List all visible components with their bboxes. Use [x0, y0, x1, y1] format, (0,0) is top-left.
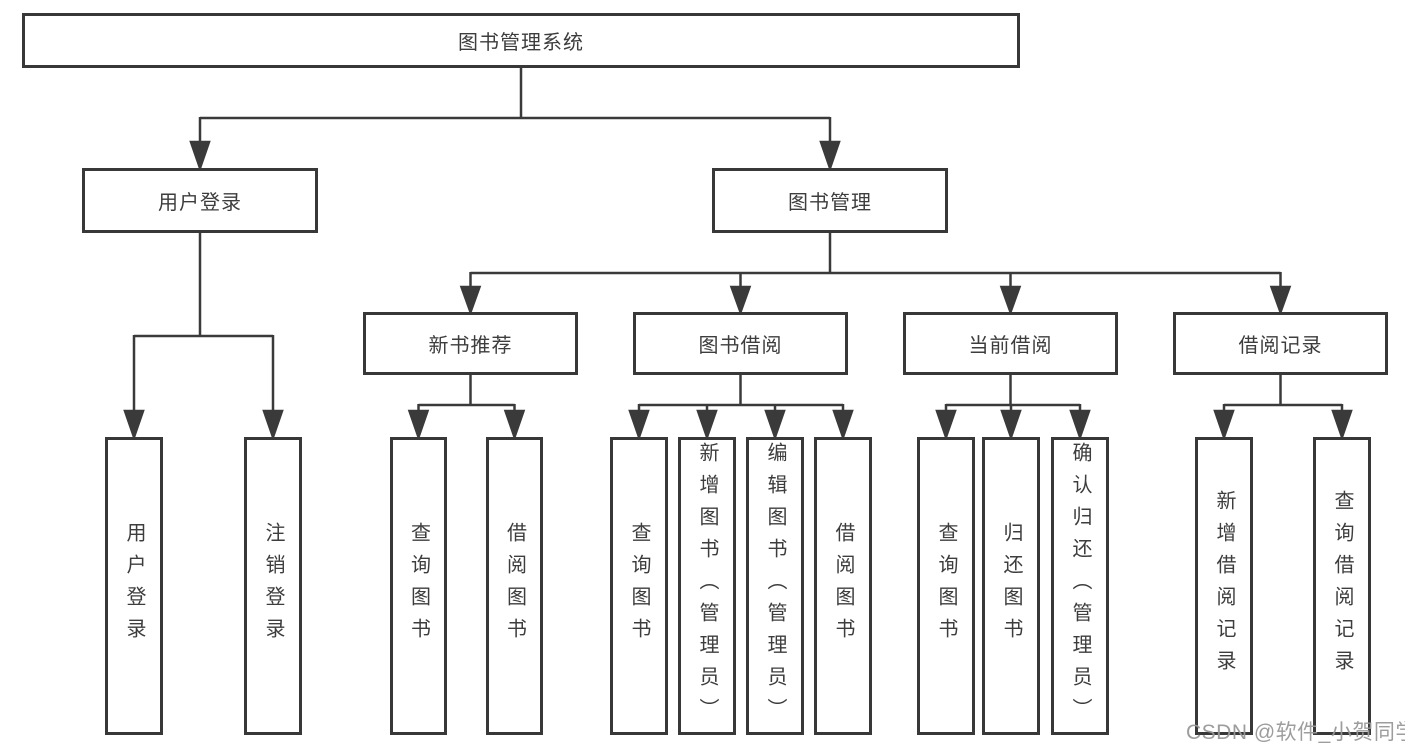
- node-book-management: 图书管理: [712, 168, 948, 233]
- leaf-query-borrow-record: 查询借阅记录: [1313, 437, 1371, 735]
- leaf-label: 借阅图书: [503, 522, 526, 650]
- leaf-user-login: 用户登录: [105, 437, 163, 735]
- node-borrowing-records: 借阅记录: [1173, 312, 1388, 375]
- leaf-query-books-current: 查询图书: [917, 437, 975, 735]
- arrowhead-icon: [262, 409, 284, 441]
- leaf-label: 查询图书: [628, 522, 650, 650]
- leaf-query-books-recommend: 查询图书: [390, 437, 447, 735]
- leaf-label: 注销登录: [262, 522, 284, 650]
- leaf-label: 查询借阅记录: [1331, 490, 1353, 682]
- arrowhead-icon: [1069, 409, 1091, 441]
- arrowhead-icon: [729, 285, 752, 316]
- leaf-label: 确认归还（管理员）: [1069, 442, 1091, 730]
- leaf-label: 查询图书: [935, 522, 957, 650]
- arrowhead-icon: [407, 409, 430, 441]
- node-current-borrowing: 当前借阅: [903, 312, 1118, 375]
- arrowhead-icon: [503, 409, 526, 441]
- leaf-edit-books-admin: 编辑图书（管理员）: [746, 437, 804, 735]
- arrowhead-icon: [459, 285, 482, 316]
- leaf-label: 用户登录: [123, 522, 145, 650]
- arrowhead-icon: [189, 140, 211, 172]
- leaf-borrow-books: 借阅图书: [814, 437, 872, 735]
- arrowhead-icon: [1213, 409, 1235, 441]
- leaf-borrow-books-recommend: 借阅图书: [486, 437, 543, 735]
- arrowhead-icon: [628, 409, 650, 441]
- node-new-book-recommendation: 新书推荐: [363, 312, 578, 375]
- arrowhead-icon: [696, 409, 718, 441]
- arrowhead-icon: [123, 409, 145, 441]
- leaf-confirm-return-admin: 确认归还（管理员）: [1051, 437, 1109, 735]
- arrowhead-icon: [819, 140, 841, 172]
- csdn-watermark: CSDN @软件_小贺同学: [1186, 721, 1405, 744]
- leaf-return-books: 归还图书: [982, 437, 1040, 735]
- arrowhead-icon: [764, 409, 786, 441]
- arrowhead-icon: [935, 409, 957, 441]
- leaf-label: 编辑图书（管理员）: [764, 442, 786, 730]
- leaf-label: 借阅图书: [832, 522, 854, 650]
- arrowhead-icon: [1331, 409, 1353, 441]
- arrowhead-icon: [1000, 409, 1022, 441]
- leaf-label: 新增借阅记录: [1213, 490, 1235, 682]
- arrowhead-icon: [1269, 285, 1292, 316]
- leaf-logout: 注销登录: [244, 437, 302, 735]
- arrowhead-icon: [999, 285, 1022, 316]
- leaf-label: 归还图书: [1000, 522, 1022, 650]
- leaf-label: 查询图书: [407, 522, 430, 650]
- leaf-add-borrow-record: 新增借阅记录: [1195, 437, 1253, 735]
- leaf-add-books-admin: 新增图书（管理员）: [678, 437, 736, 735]
- leaf-query-books-borrow: 查询图书: [610, 437, 668, 735]
- node-user-login: 用户登录: [82, 168, 318, 233]
- arrowhead-icon: [832, 409, 854, 441]
- node-library-management-system: 图书管理系统: [22, 13, 1020, 68]
- leaf-label: 新增图书（管理员）: [696, 442, 718, 730]
- node-book-borrowing: 图书借阅: [633, 312, 848, 375]
- connector-lines: [123, 68, 1353, 441]
